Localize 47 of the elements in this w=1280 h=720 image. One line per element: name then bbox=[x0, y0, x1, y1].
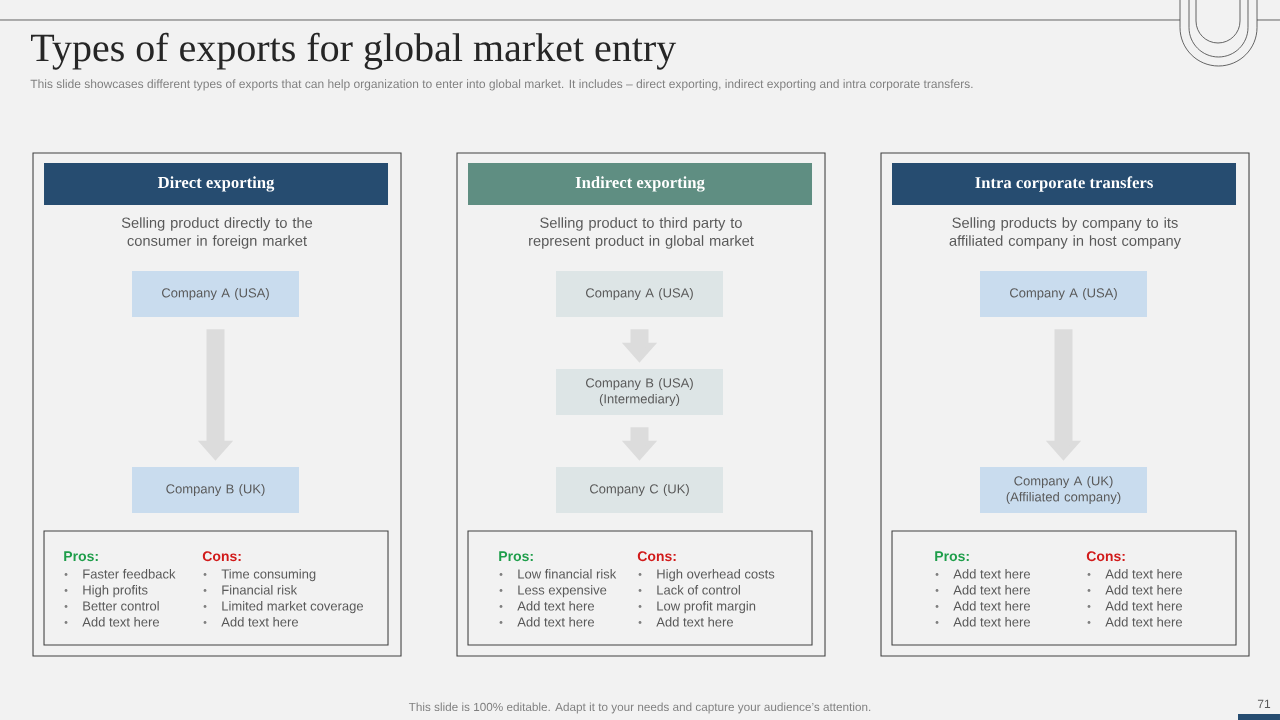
list-item: Less expensive bbox=[518, 585, 607, 598]
list-item: Add text here bbox=[517, 601, 594, 611]
description-text: Selling product directly to the consumer in foreign market bbox=[121, 217, 313, 249]
list-item: Add text here bbox=[953, 617, 1030, 627]
description-text: Selling products by company to its affiliated company in host company bbox=[949, 217, 1181, 249]
header-band: Intra corporate transfers bbox=[892, 163, 1236, 205]
list-item: Add text here bbox=[953, 601, 1030, 611]
company-box: Company C (UK) bbox=[556, 467, 723, 513]
subtitle: This slide showcases different types of exports that can help organization to enter into global market. It includes – direct exporting, indirect exporting and intra corporate transfers. bbox=[30, 79, 973, 91]
list-item: Add text here bbox=[953, 569, 1030, 579]
list-item: Better control bbox=[83, 601, 159, 611]
list-item: Add text here bbox=[953, 585, 1030, 595]
list-heading: Cons: bbox=[1086, 551, 1125, 562]
list-heading: Pros: bbox=[64, 551, 98, 562]
list-item: Add text here bbox=[1105, 585, 1182, 595]
list-item: Faster feedback bbox=[83, 569, 176, 579]
list-heading: Cons: bbox=[637, 551, 676, 562]
page-number: 71 bbox=[1257, 699, 1271, 708]
company-box: Company B (USA) (Intermediary) bbox=[556, 369, 723, 415]
list-heading: Pros: bbox=[499, 551, 533, 562]
company-box: Company A (UK) (Affiliated company) bbox=[980, 467, 1147, 513]
company-box: Company A (USA) bbox=[556, 271, 723, 317]
list-item: Limited market coverage bbox=[222, 601, 363, 614]
list-item: Financial risk bbox=[222, 585, 298, 595]
company-box: Company A (USA) bbox=[132, 271, 299, 317]
list-item: Add text here bbox=[656, 617, 733, 627]
list-heading: Cons: bbox=[202, 551, 241, 562]
list-heading: Pros: bbox=[935, 551, 969, 562]
footer-note: This slide is 100% editable. Adapt it to your needs and capture your audience’s attention. bbox=[408, 702, 871, 714]
list-item: Low profit margin bbox=[657, 601, 756, 614]
list-item: Add text here bbox=[517, 617, 594, 627]
list-item: Add text here bbox=[1105, 617, 1182, 627]
list-item: Time consuming bbox=[221, 569, 316, 582]
header-band: Direct exporting bbox=[44, 163, 388, 205]
list-item: Add text here bbox=[221, 617, 298, 627]
list-item: Add text here bbox=[1105, 569, 1182, 579]
list-item: Low financial risk bbox=[518, 569, 617, 579]
company-box: Company B (UK) bbox=[132, 467, 299, 513]
header-band: Indirect exporting bbox=[468, 163, 812, 205]
list-item: High overhead costs bbox=[657, 569, 775, 582]
company-box: Company A (USA) bbox=[980, 271, 1147, 317]
slide-title: Types of exports for global market entry bbox=[31, 32, 677, 70]
list-item: Add text here bbox=[1105, 601, 1182, 611]
list-item: Add text here bbox=[82, 617, 159, 627]
description-text: Selling product to third party to represent product in global market bbox=[529, 217, 754, 249]
list-item: Lack of control bbox=[657, 585, 740, 595]
list-item: High profits bbox=[83, 585, 148, 598]
